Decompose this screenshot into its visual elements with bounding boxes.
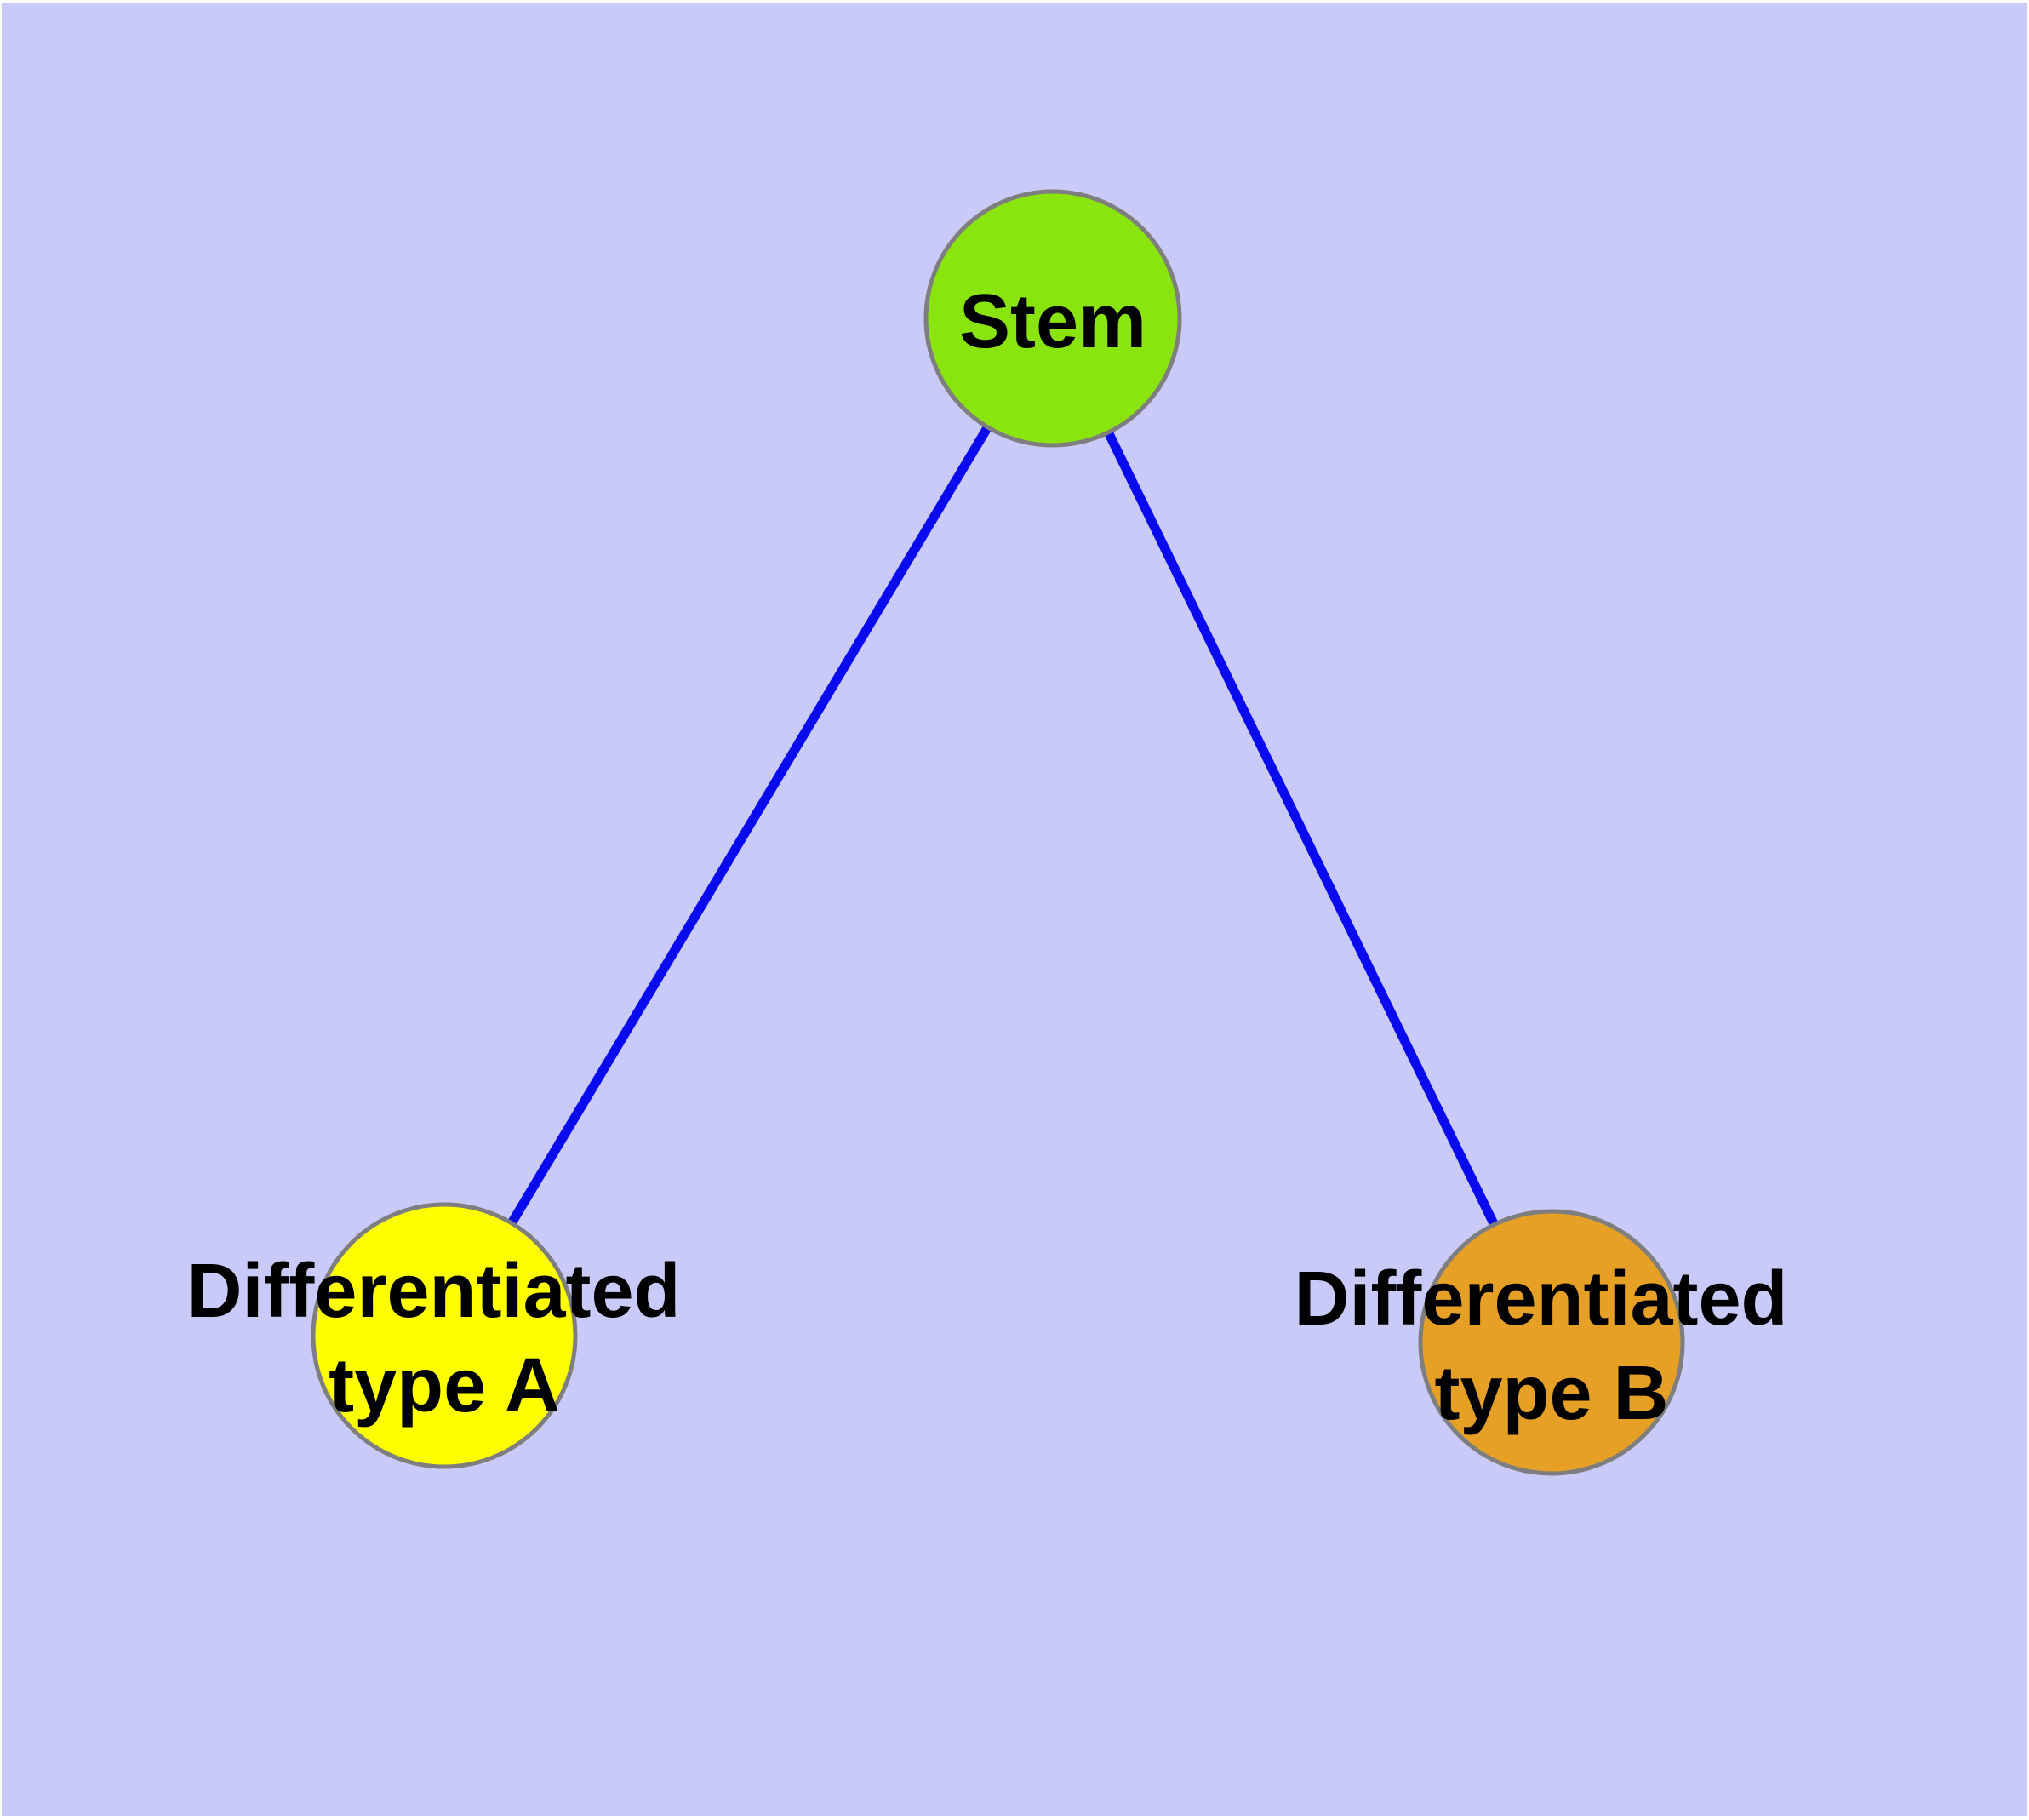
edge-stem-to-type-a (440, 316, 1057, 1338)
node-type-b-circle (1418, 1209, 1685, 1476)
node-type-b-label: Differentiated type B (1294, 1256, 1809, 1436)
node-type-a-label-line-1: Differentiated (186, 1249, 680, 1334)
node-stem-circle (923, 189, 1182, 448)
node-type-b-label-line-1: Differentiated (1294, 1256, 1787, 1342)
node-stem-label: Stem (959, 279, 1146, 364)
node-type-a-label: Differentiated type A (186, 1249, 701, 1428)
edge-stem-to-type-b (1049, 316, 1556, 1345)
node-type-a-label-line-2: type A (329, 1343, 560, 1428)
node-type-b-label-line-2: type B (1434, 1351, 1668, 1436)
node-type-a-circle (311, 1202, 578, 1469)
